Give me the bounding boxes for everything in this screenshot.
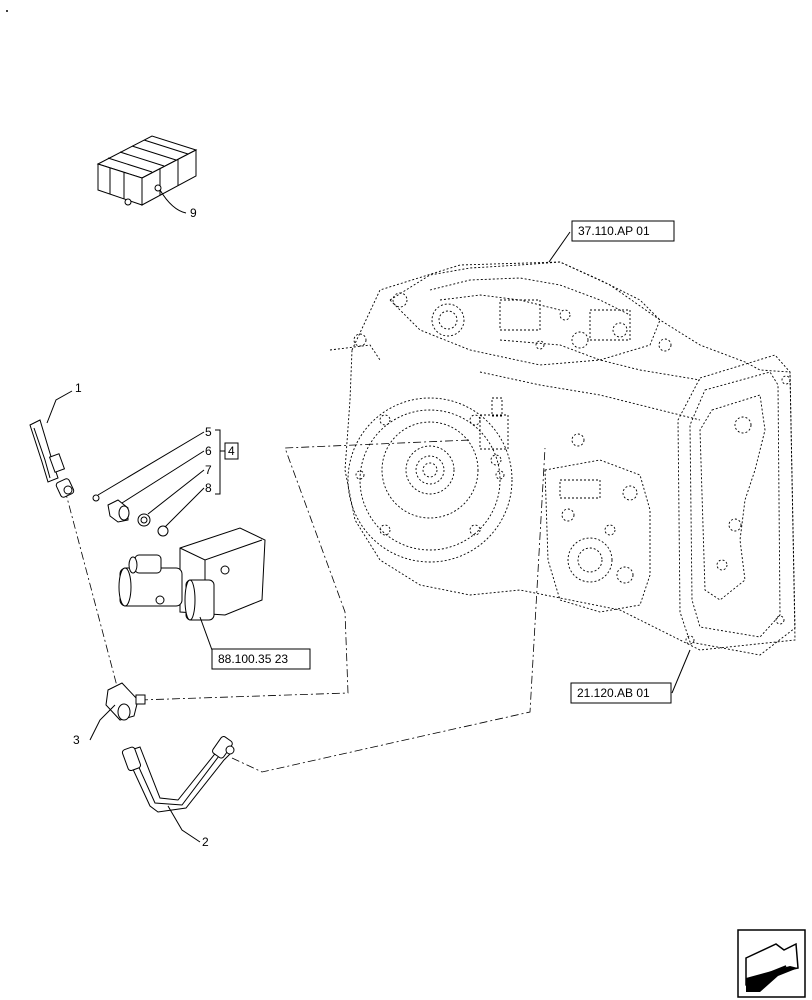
callout-4: 4 xyxy=(228,444,235,458)
leader-7 xyxy=(147,469,205,515)
callout-3: 3 xyxy=(73,733,80,747)
leader-ref-valve xyxy=(199,616,213,651)
leader-ref-top xyxy=(548,231,571,263)
callout-5: 5 xyxy=(205,425,212,439)
leader-2 xyxy=(167,805,201,843)
ref-text-transmission-top: 37.110.AP 01 xyxy=(578,224,650,238)
tee-fitting-3 xyxy=(105,682,146,721)
ref-box-transmission-top: 37.110.AP 01 xyxy=(571,220,675,242)
ref-box-housing: 21.120.AB 01 xyxy=(570,682,672,704)
kit-crate-icon xyxy=(96,135,198,206)
pipe-1 xyxy=(29,419,75,498)
callout-9: 9 xyxy=(190,206,197,220)
callout-2: 2 xyxy=(202,835,209,849)
connection-lines xyxy=(64,439,546,773)
callout-1: 1 xyxy=(75,381,82,395)
control-valve xyxy=(118,527,266,621)
leader-8 xyxy=(164,487,205,528)
group-box-4: 4 xyxy=(224,442,239,460)
leader-9 xyxy=(159,189,187,214)
leader-3 xyxy=(89,704,116,741)
next-page-arrow-icon[interactable] xyxy=(737,929,806,998)
leader-5 xyxy=(97,431,205,496)
ref-text-valve: 88.100.35 23 xyxy=(218,652,288,666)
ref-text-housing: 21.120.AB 01 xyxy=(577,686,650,700)
leader-1 xyxy=(46,390,73,424)
callout-6: 6 xyxy=(205,444,212,458)
corner-mark xyxy=(6,10,8,12)
pipe-2 xyxy=(121,736,235,813)
leader-6 xyxy=(121,450,205,504)
group-bracket xyxy=(215,429,221,495)
leader-ref-housing xyxy=(671,649,691,694)
transmission-housing xyxy=(329,261,796,656)
ref-box-valve: 88.100.35 23 xyxy=(211,648,311,670)
callout-8: 8 xyxy=(205,481,212,495)
callout-7: 7 xyxy=(205,463,212,477)
small-parts xyxy=(92,494,169,537)
